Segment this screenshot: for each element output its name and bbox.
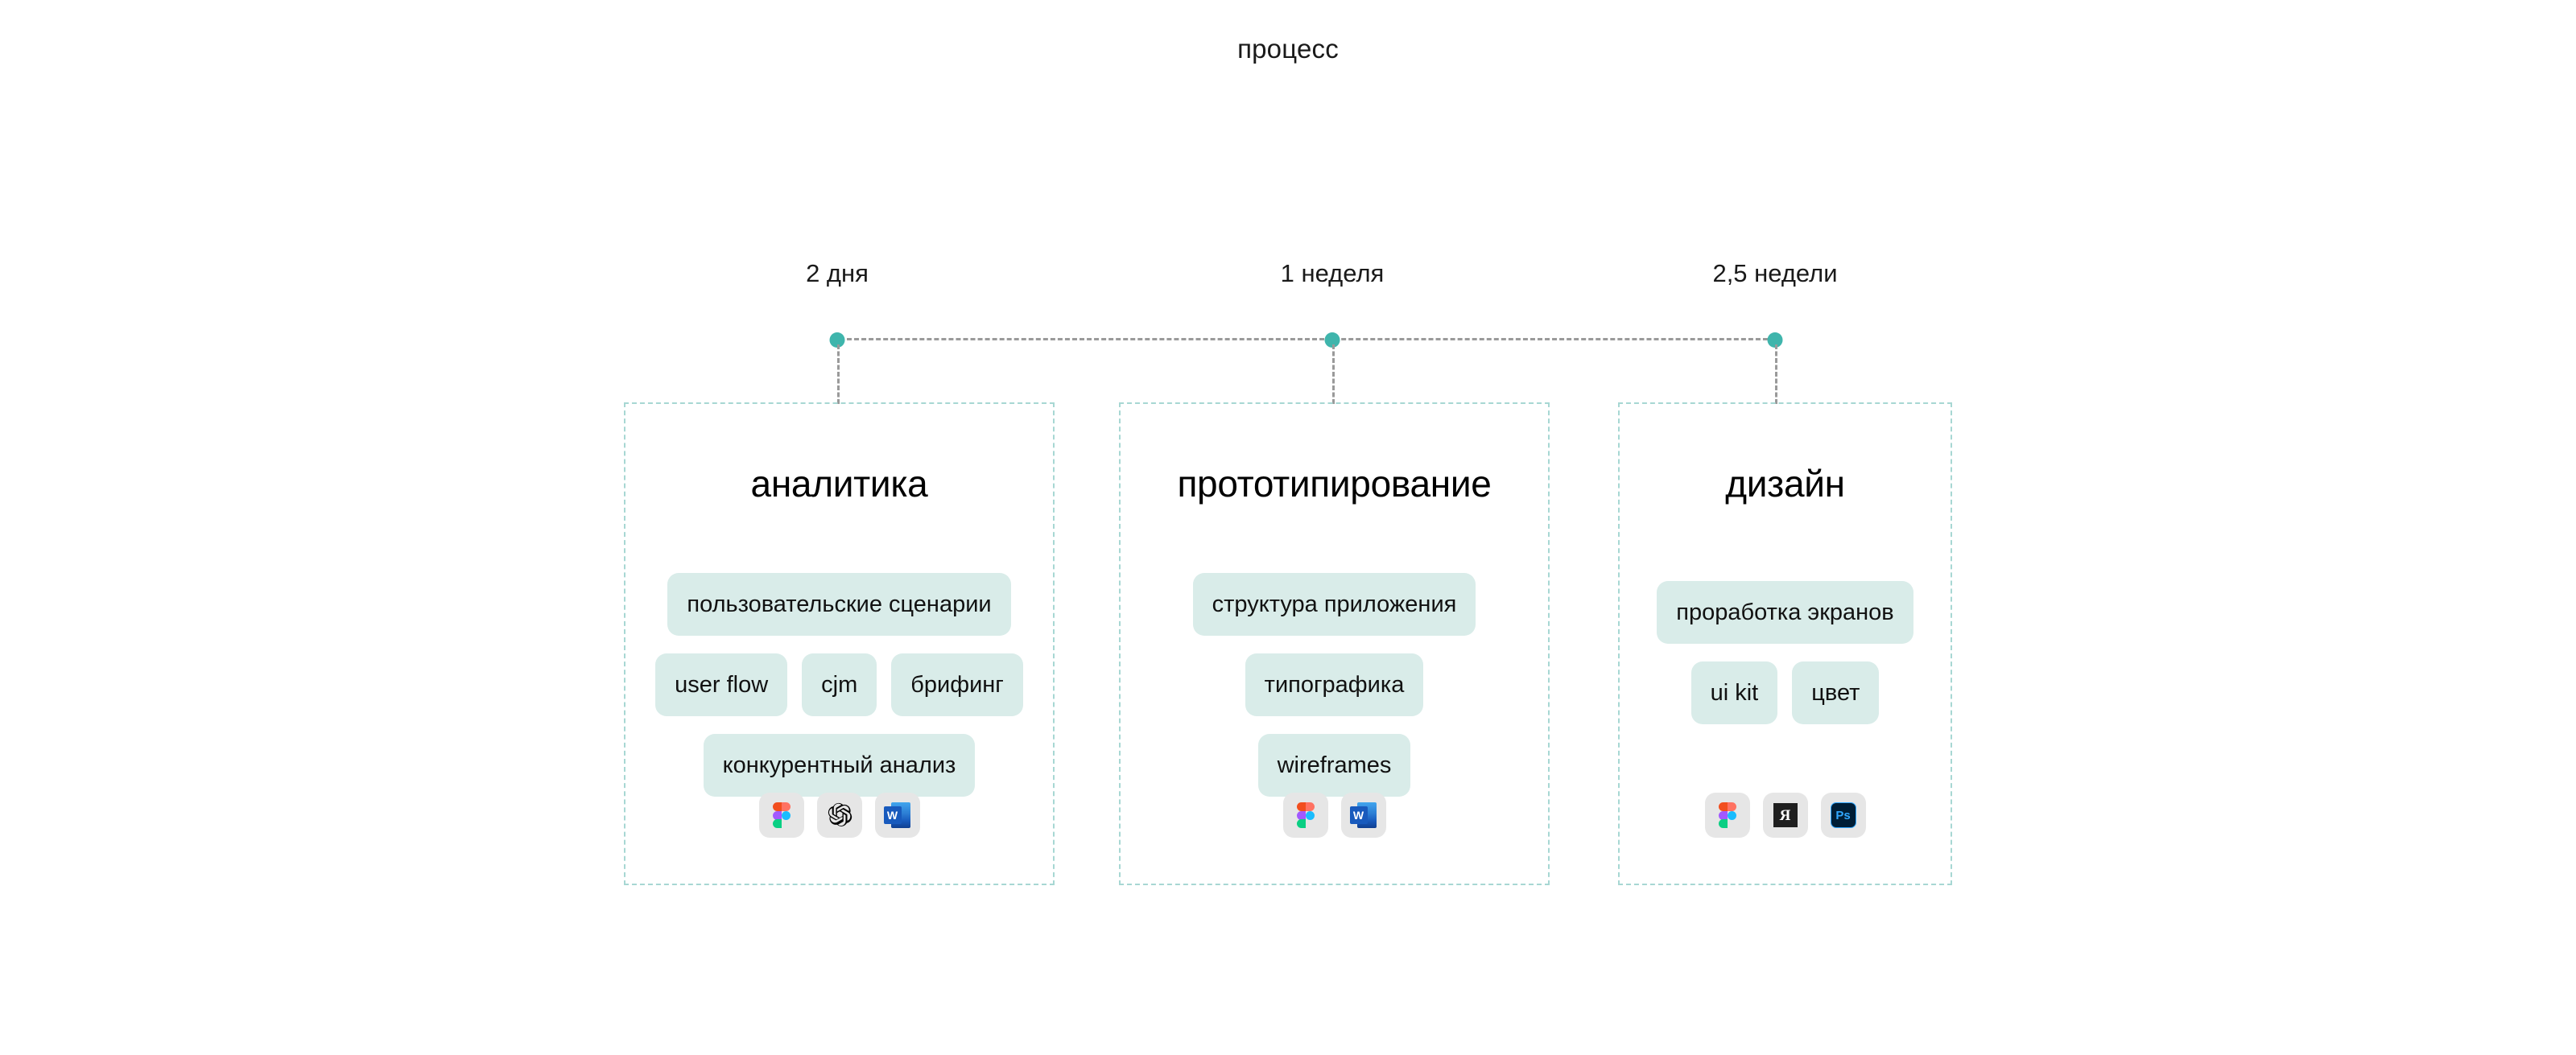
timeline-dot-1[interactable] [829, 332, 845, 348]
tag-item[interactable]: user flow [655, 653, 788, 717]
word-icon[interactable]: W [1340, 793, 1386, 838]
tool-icon-row: Я Ps [1620, 793, 1951, 838]
word-letter: W [883, 806, 902, 824]
card-title-prototyping: прототипирование [1177, 463, 1492, 505]
openai-glyph [828, 802, 852, 826]
stage-card-prototyping[interactable]: прототипирование структура приложения ти… [1119, 402, 1550, 885]
word-icon[interactable]: W [874, 793, 920, 838]
timeline-drop-1 [837, 344, 840, 404]
photoshop-icon[interactable]: Ps [1820, 793, 1866, 838]
tag-row-1: структура приложения [1121, 573, 1548, 637]
timeline-dot-3[interactable] [1767, 332, 1783, 348]
timeline-label-2: 1 неделя [1280, 259, 1385, 287]
tag-item[interactable]: wireframes [1257, 734, 1411, 797]
timeline-label-1: 2 дня [806, 259, 869, 287]
openai-icon[interactable] [816, 793, 862, 838]
stage-card-design[interactable]: дизайн проработка экранов ui kit цвет Я … [1618, 402, 1952, 885]
figma-glyph [1718, 802, 1736, 828]
timeline-connector-line [847, 338, 1775, 340]
timeline-dot-2[interactable] [1324, 332, 1340, 348]
tag-item[interactable]: конкурентный анализ [703, 734, 976, 797]
tag-item[interactable]: типографика [1245, 653, 1424, 717]
tool-icon-row: W [1121, 793, 1548, 838]
readymag-icon[interactable]: Я [1762, 793, 1808, 838]
tag-row-3: конкурентный анализ [625, 734, 1053, 797]
tag-item[interactable]: пользовательские сценарии [667, 573, 1011, 637]
timeline-drop-2 [1332, 344, 1335, 404]
figma-glyph [772, 802, 791, 828]
timeline-label-3: 2,5 недели [1712, 259, 1838, 287]
figma-glyph [1296, 802, 1315, 828]
tag-item[interactable]: cjm [802, 653, 877, 717]
word-glyph: W [1349, 802, 1377, 829]
timeline: 2 дня 1 неделя 2,5 недели [0, 0, 2576, 418]
card-title-design: дизайн [1725, 463, 1845, 505]
tag-row-2: типографика [1121, 653, 1548, 717]
word-letter: W [1349, 806, 1368, 824]
figma-icon[interactable] [1282, 793, 1328, 838]
card-title-analytics: аналитика [750, 463, 928, 505]
tag-item[interactable]: брифинг [891, 653, 1023, 717]
readymag-letter: Я [1773, 803, 1798, 827]
tag-item[interactable]: структура приложения [1192, 573, 1476, 637]
tag-row-3: wireframes [1121, 734, 1548, 797]
word-glyph: W [883, 802, 911, 829]
photoshop-letter: Ps [1830, 802, 1856, 828]
tag-row-2: ui kit цвет [1620, 661, 1951, 725]
tool-icon-row: W [625, 793, 1053, 838]
timeline-drop-3 [1775, 344, 1777, 404]
tag-row-1: проработка экранов [1620, 581, 1951, 645]
page-title: процесс [1237, 34, 1339, 64]
tag-item[interactable]: ui kit [1690, 661, 1778, 725]
tag-row-2: user flow cjm брифинг [625, 653, 1053, 717]
tag-item[interactable]: цвет [1792, 661, 1880, 725]
figma-icon[interactable] [758, 793, 804, 838]
tag-item[interactable]: проработка экранов [1657, 581, 1913, 645]
figma-icon[interactable] [1704, 793, 1750, 838]
tag-row-1: пользовательские сценарии [625, 573, 1053, 637]
stage-card-analytics[interactable]: аналитика пользовательские сценарии user… [624, 402, 1055, 885]
